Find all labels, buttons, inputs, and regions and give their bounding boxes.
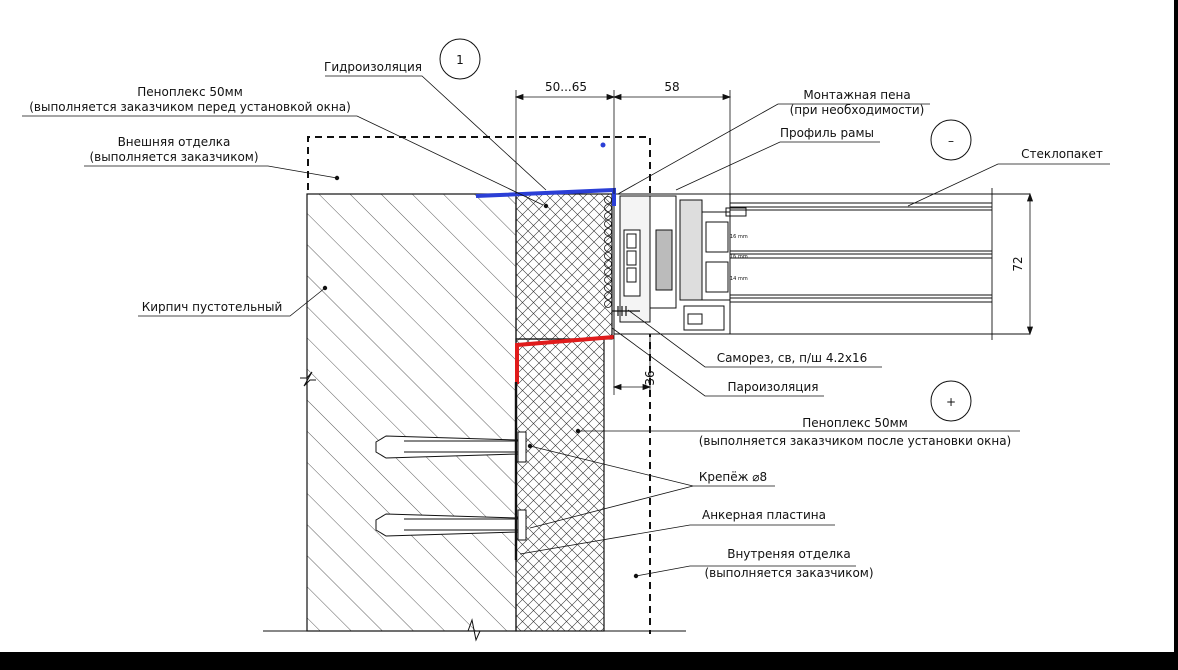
label-brick: Кирпич пустотельный <box>142 300 283 314</box>
label-foam-1: Монтажная пена <box>803 88 910 102</box>
label-hydro: Гидроизоляция <box>324 60 422 74</box>
dim-36: 36 <box>643 370 657 385</box>
chamber-1 <box>705 221 729 253</box>
dim-58: 58 <box>664 80 679 94</box>
leader-lines <box>22 75 1110 577</box>
screw <box>612 306 640 316</box>
callout-1-text: 1 <box>456 53 464 67</box>
brick-wall <box>306 193 517 632</box>
callout-plus-text: + <box>946 395 956 409</box>
watermark: DOMSOVETOV.BY <box>1044 634 1164 650</box>
label-fastener: Крепёж ⌀8 <box>699 470 767 484</box>
glass-unit <box>730 188 1030 340</box>
label-anchor: Анкерная пластина <box>702 508 826 522</box>
break-mark-wall <box>300 371 316 387</box>
label-ext-finish-1: Внешняя отделка <box>118 135 231 149</box>
label-screw: Саморез, св, п/ш 4.2x16 <box>717 351 868 365</box>
label-penoplex-bottom-2: (выполняется заказчиком после установки … <box>699 434 1012 448</box>
hydro-dot <box>600 142 606 148</box>
penoplex-top <box>515 193 613 340</box>
label-penoplex-top-2: (выполняется заказчиком перед установкой… <box>29 100 351 114</box>
dim-50-65: 50...65 <box>545 80 587 94</box>
chamber-2 <box>705 261 729 293</box>
callout-circle-plus <box>930 380 972 422</box>
dim-72: 72 <box>1011 256 1025 271</box>
chamber-label-1: 16 mm <box>730 234 748 240</box>
leader-dots <box>322 175 639 579</box>
label-ext-finish-2: (выполняется заказчиком) <box>89 150 258 164</box>
label-penoplex-bottom-1: Пеноплекс 50мм <box>802 416 908 430</box>
label-frame: Профиль рамы <box>780 126 874 140</box>
fastener-lower <box>375 509 527 541</box>
mounting-foam <box>604 196 612 308</box>
label-int-finish-1: Внутреняя отделка <box>727 547 851 561</box>
label-penoplex-top-1: Пеноплекс 50мм <box>137 85 243 99</box>
gasket-top <box>725 207 747 217</box>
dimension-lines <box>514 90 1034 395</box>
callout-circle-1 <box>439 38 481 80</box>
chamber-label-3: 14 mm <box>730 276 748 282</box>
exterior-finish-outline <box>307 136 651 634</box>
label-foam-2: (при необходимости) <box>790 103 925 117</box>
vapor-barrier-line <box>515 335 615 384</box>
break-mark-floor <box>467 618 481 642</box>
label-glass: Стеклопакет <box>1021 147 1103 161</box>
callout-circle-minus <box>930 119 972 161</box>
label-int-finish-2: (выполняется заказчиком) <box>704 566 873 580</box>
chamber-label-2: 16 mm <box>730 254 748 260</box>
penoplex-bottom <box>515 338 605 632</box>
callout-minus-text: – <box>948 134 954 148</box>
fastener-upper <box>375 431 527 463</box>
label-vapor: Пароизоляция <box>728 380 819 394</box>
